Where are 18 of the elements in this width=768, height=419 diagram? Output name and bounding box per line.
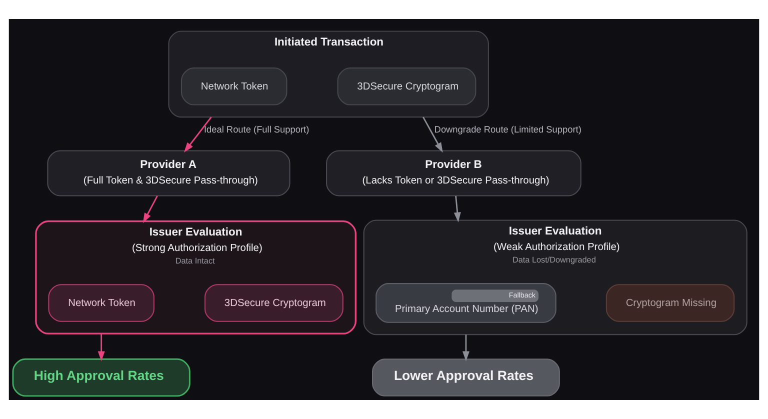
- arrow: [462, 334, 470, 362]
- edge-label: Downgrade Route (Limited Support): [434, 124, 582, 135]
- node-box: Cryptogram Missing: [606, 284, 735, 322]
- node-box: Network Token: [48, 284, 154, 322]
- arrow: [98, 334, 105, 362]
- node-box: Provider A (Full Token & 3DSecure Pass-through): [47, 150, 290, 196]
- node-box: Lower Approval Rates: [372, 358, 560, 396]
- node-box: Fallback Primary Account Number (PAN): [376, 283, 556, 323]
- arrow: [142, 196, 158, 224]
- node-box: 3DSecure Cryptogram: [204, 284, 344, 322]
- node-box: High Approval Rates: [12, 358, 190, 397]
- edge-label: Ideal Route (Full Support): [204, 124, 310, 135]
- node-box: Network Token: [181, 68, 288, 106]
- node-box: 3DSecure Cryptogram: [337, 68, 476, 106]
- arrow: [422, 116, 443, 153]
- arrow: [184, 116, 212, 152]
- node-box: Provider B (Lacks Token or 3DSecure Pass-through): [326, 150, 582, 196]
- arrow: [454, 196, 461, 222]
